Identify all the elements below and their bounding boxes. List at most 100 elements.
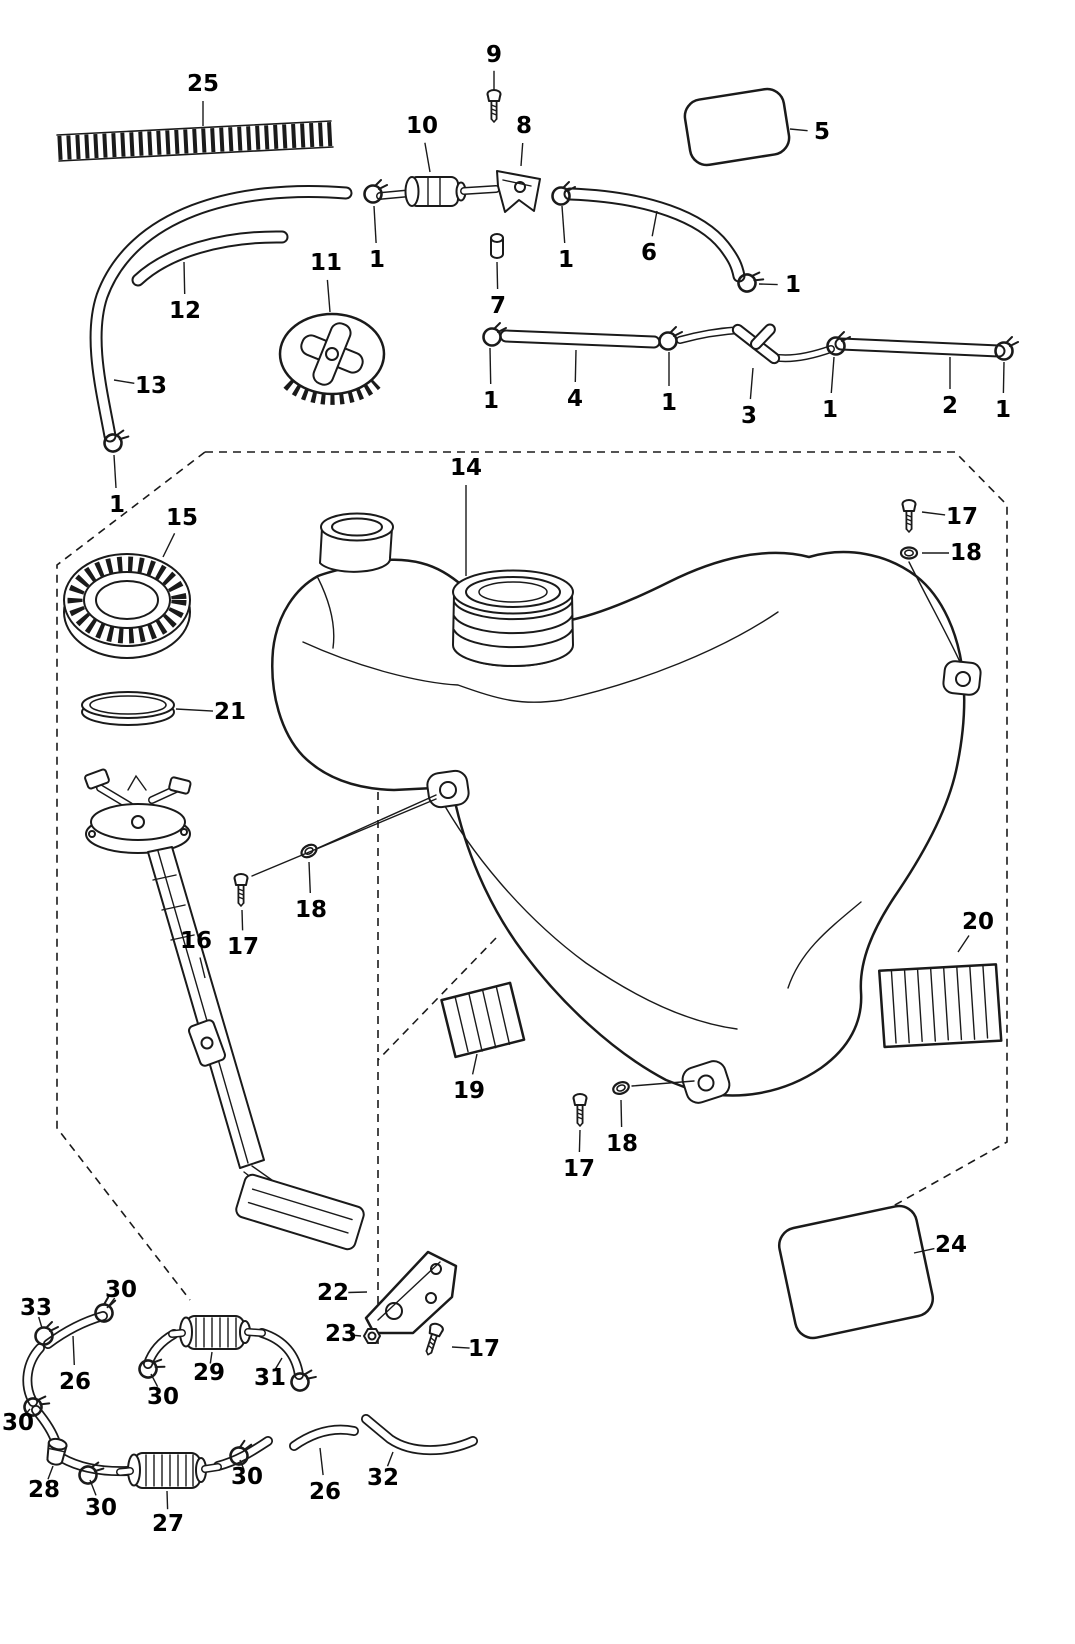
leader-line-29-40 (209, 1351, 213, 1364)
part-16-fuel-sender (84, 768, 365, 1251)
leader-line-11-8 (326, 279, 331, 313)
reference-lines (251, 561, 961, 1087)
part-label-30-43: 30 (2, 1410, 34, 1436)
part-label-8-3: 8 (516, 113, 532, 139)
part-label-30-47: 30 (231, 1464, 263, 1490)
part-6-hose (563, 187, 746, 283)
part-23-nut (363, 1328, 381, 1344)
leader-line-31-42 (274, 1357, 283, 1370)
part-label-31-42: 31 (254, 1365, 286, 1391)
part-label-16-28: 16 (180, 928, 212, 954)
leader-line-30-43 (22, 1408, 31, 1418)
leader-line-30-47 (239, 1459, 245, 1470)
part-label-5-4: 5 (814, 119, 830, 145)
part-13-hose (89, 184, 353, 443)
part-4-hose (499, 329, 661, 349)
leader-line-33-37 (38, 1316, 43, 1329)
part-21-seal-ring (81, 691, 175, 726)
part-label-9-1: 9 (486, 42, 502, 68)
part-label-21-25: 21 (214, 699, 246, 725)
part-label-14-21: 14 (450, 455, 482, 481)
leader-line-17-32 (578, 1129, 581, 1153)
leader-line-21-25 (175, 708, 214, 712)
leader-line-1-17 (830, 356, 835, 394)
leader-line-16-28 (199, 957, 206, 979)
part-label-13-12: 13 (135, 373, 167, 399)
part-20-rubber-pad (877, 963, 1003, 1049)
leader-line-1-13 (489, 347, 492, 385)
part-label-30-41: 30 (147, 1384, 179, 1410)
part-label-30-38: 30 (105, 1277, 137, 1303)
part-24-pad (777, 1204, 935, 1340)
part-label-26-48: 26 (309, 1479, 341, 1505)
part-label-1-20: 1 (109, 492, 125, 518)
part-label-22-34: 22 (317, 1280, 349, 1306)
leader-line-26-39 (72, 1335, 75, 1366)
leader-line-28-44 (47, 1465, 54, 1480)
part-label-30-45: 30 (85, 1495, 117, 1521)
leader-line-27-46 (166, 1490, 169, 1510)
leader-line-4-14 (574, 349, 577, 383)
part-15-lock-ring (63, 553, 191, 659)
part-label-18-26: 18 (295, 897, 327, 923)
leader-line-3-16 (749, 367, 754, 400)
leader-line-30-38 (106, 1297, 116, 1309)
part-label-32-49: 32 (367, 1465, 399, 1491)
part-label-4-14: 4 (567, 386, 583, 412)
part-label-1-19: 1 (995, 397, 1011, 423)
part-11-fuel-cap (278, 312, 386, 405)
part-label-6-7: 6 (641, 240, 657, 266)
part-27-filter (116, 1452, 222, 1489)
part-label-1-13: 1 (483, 388, 499, 414)
part-label-20-29: 20 (962, 909, 994, 935)
leader-line-23-35 (349, 1334, 362, 1337)
leader-line-6-7 (651, 210, 658, 237)
part-label-2-18: 2 (942, 393, 958, 419)
leader-line-1-5 (373, 205, 377, 244)
part-label-24-33: 24 (935, 1232, 967, 1258)
leader-line-22-34 (348, 1291, 368, 1294)
part-label-19-30: 19 (453, 1078, 485, 1104)
part-3-t-fitting (676, 323, 835, 365)
part-28-fitting (46, 1437, 68, 1466)
part-5-pad (683, 87, 791, 167)
part-label-12-10: 12 (169, 298, 201, 324)
part-19-rubber-pad (440, 981, 526, 1059)
leader-line-24-33 (913, 1247, 935, 1254)
leader-line-1-20 (113, 454, 117, 489)
leader-line-10-2 (424, 142, 431, 173)
part-label-17-32: 17 (563, 1156, 595, 1182)
part-label-1-5: 1 (369, 247, 385, 273)
assembly-boundary (56, 451, 1008, 1344)
part-label-1-15: 1 (661, 390, 677, 416)
part-2-hose (834, 337, 1006, 358)
part-label-3-16: 3 (741, 403, 757, 429)
part-label-1-11: 1 (785, 272, 801, 298)
part-label-7-9: 7 (490, 293, 506, 319)
bottom-hose-assembly (20, 1294, 478, 1489)
leader-line-1-11 (758, 283, 778, 286)
leader-line-18-31 (620, 1099, 623, 1128)
part-label-11-8: 11 (310, 250, 342, 276)
leader-line-30-41 (150, 1373, 159, 1388)
part-8-bracket (496, 170, 541, 213)
part-label-17-27: 17 (227, 934, 259, 960)
leader-line-26-48 (319, 1447, 324, 1476)
part-label-1-17: 1 (822, 397, 838, 423)
part-label-15-22: 15 (166, 505, 198, 531)
leader-line-32-49 (386, 1451, 394, 1467)
part-label-18-24: 18 (950, 540, 982, 566)
part-10-fuel-filter (376, 176, 500, 207)
part-label-26-39: 26 (59, 1369, 91, 1395)
leader-line-19-30 (471, 1053, 478, 1075)
leader-line-30-45 (89, 1479, 97, 1496)
part-label-25-0: 25 (187, 71, 219, 97)
leader-line-15-22 (162, 532, 176, 558)
leader-line-20-29 (957, 935, 970, 953)
part-29-filter (168, 1315, 266, 1350)
part-14-fuel-tank (271, 512, 982, 1104)
leader-line-17-36 (451, 1346, 470, 1349)
